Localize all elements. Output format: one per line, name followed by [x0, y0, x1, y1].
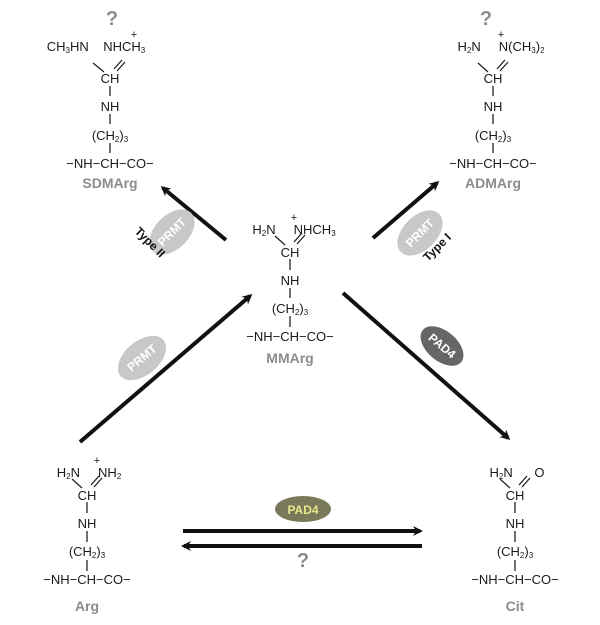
chain-group: (CH2)3	[91, 128, 129, 144]
nh-group: NH	[100, 99, 120, 114]
chain-group: (CH2)3	[271, 301, 309, 317]
chain-group: (CH2)3	[496, 544, 534, 560]
chain-group: (CH2)3	[474, 128, 512, 144]
right-group: O	[534, 465, 545, 480]
chain-group: (CH2)3	[68, 544, 106, 560]
center-atom: CH	[77, 488, 97, 503]
molecule-name: Cit	[505, 598, 525, 614]
left-group: H2N	[56, 465, 80, 481]
charge: +	[290, 212, 298, 224]
nh-group: NH	[483, 99, 503, 114]
molecule-name: MMArg	[266, 350, 314, 366]
enzyme-pad4-mmarg: PAD4	[420, 326, 464, 366]
molecule-name: ADMArg	[465, 175, 521, 191]
charge: +	[93, 455, 101, 467]
nh-group: NH	[280, 273, 300, 288]
enzyme-label: PAD4	[287, 503, 318, 517]
backbone: −NH−CH−CO−	[43, 572, 131, 587]
center-atom: CH	[505, 488, 525, 503]
center-atom: CH	[100, 71, 120, 86]
molecule-name: Arg	[74, 598, 100, 614]
left-group: H2N	[457, 39, 481, 55]
arrow-mmarg-to-admarg	[371, 181, 440, 240]
right-group: NHCH3	[103, 39, 146, 55]
molecule-name: SDMArg	[82, 175, 138, 191]
enzyme-pad4-arg: PAD4	[275, 496, 331, 522]
right-group: NHCH3	[293, 222, 336, 238]
backbone: −NH−CH−CO−	[449, 156, 537, 171]
center-atom: CH	[280, 245, 300, 260]
right-group: N(CH3)2	[498, 39, 545, 55]
center-atom: CH	[483, 71, 503, 86]
enzyme-prmt-type1: PRMT	[397, 210, 443, 256]
left-group: CH3HN	[46, 39, 89, 55]
nh-group: NH	[505, 516, 525, 531]
arrow-mmarg-to-sdmarg	[160, 186, 228, 242]
reverse-unknown-marker: ?	[296, 550, 310, 572]
backbone: −NH−CH−CO−	[66, 156, 154, 171]
left-group: H2N	[252, 222, 276, 238]
enzyme-prmt-type2: PRMT	[149, 209, 195, 255]
arrow-arg-to-mmarg	[78, 294, 253, 444]
backbone: −NH−CH−CO−	[246, 329, 334, 344]
charge: +	[497, 29, 505, 41]
left-group: H2N	[489, 465, 513, 481]
nh-group: NH	[77, 516, 97, 531]
backbone: −NH−CH−CO−	[471, 572, 559, 587]
admarg-unknown-marker: ?	[479, 8, 493, 30]
arrow-mmarg-to-cit	[341, 291, 511, 440]
right-group: NH2	[98, 465, 122, 481]
bonds	[71, 59, 531, 571]
enzyme-prmt-arg: PRMT	[117, 335, 167, 381]
charge: +	[130, 29, 138, 41]
sdmarg-unknown-marker: ?	[105, 8, 119, 30]
